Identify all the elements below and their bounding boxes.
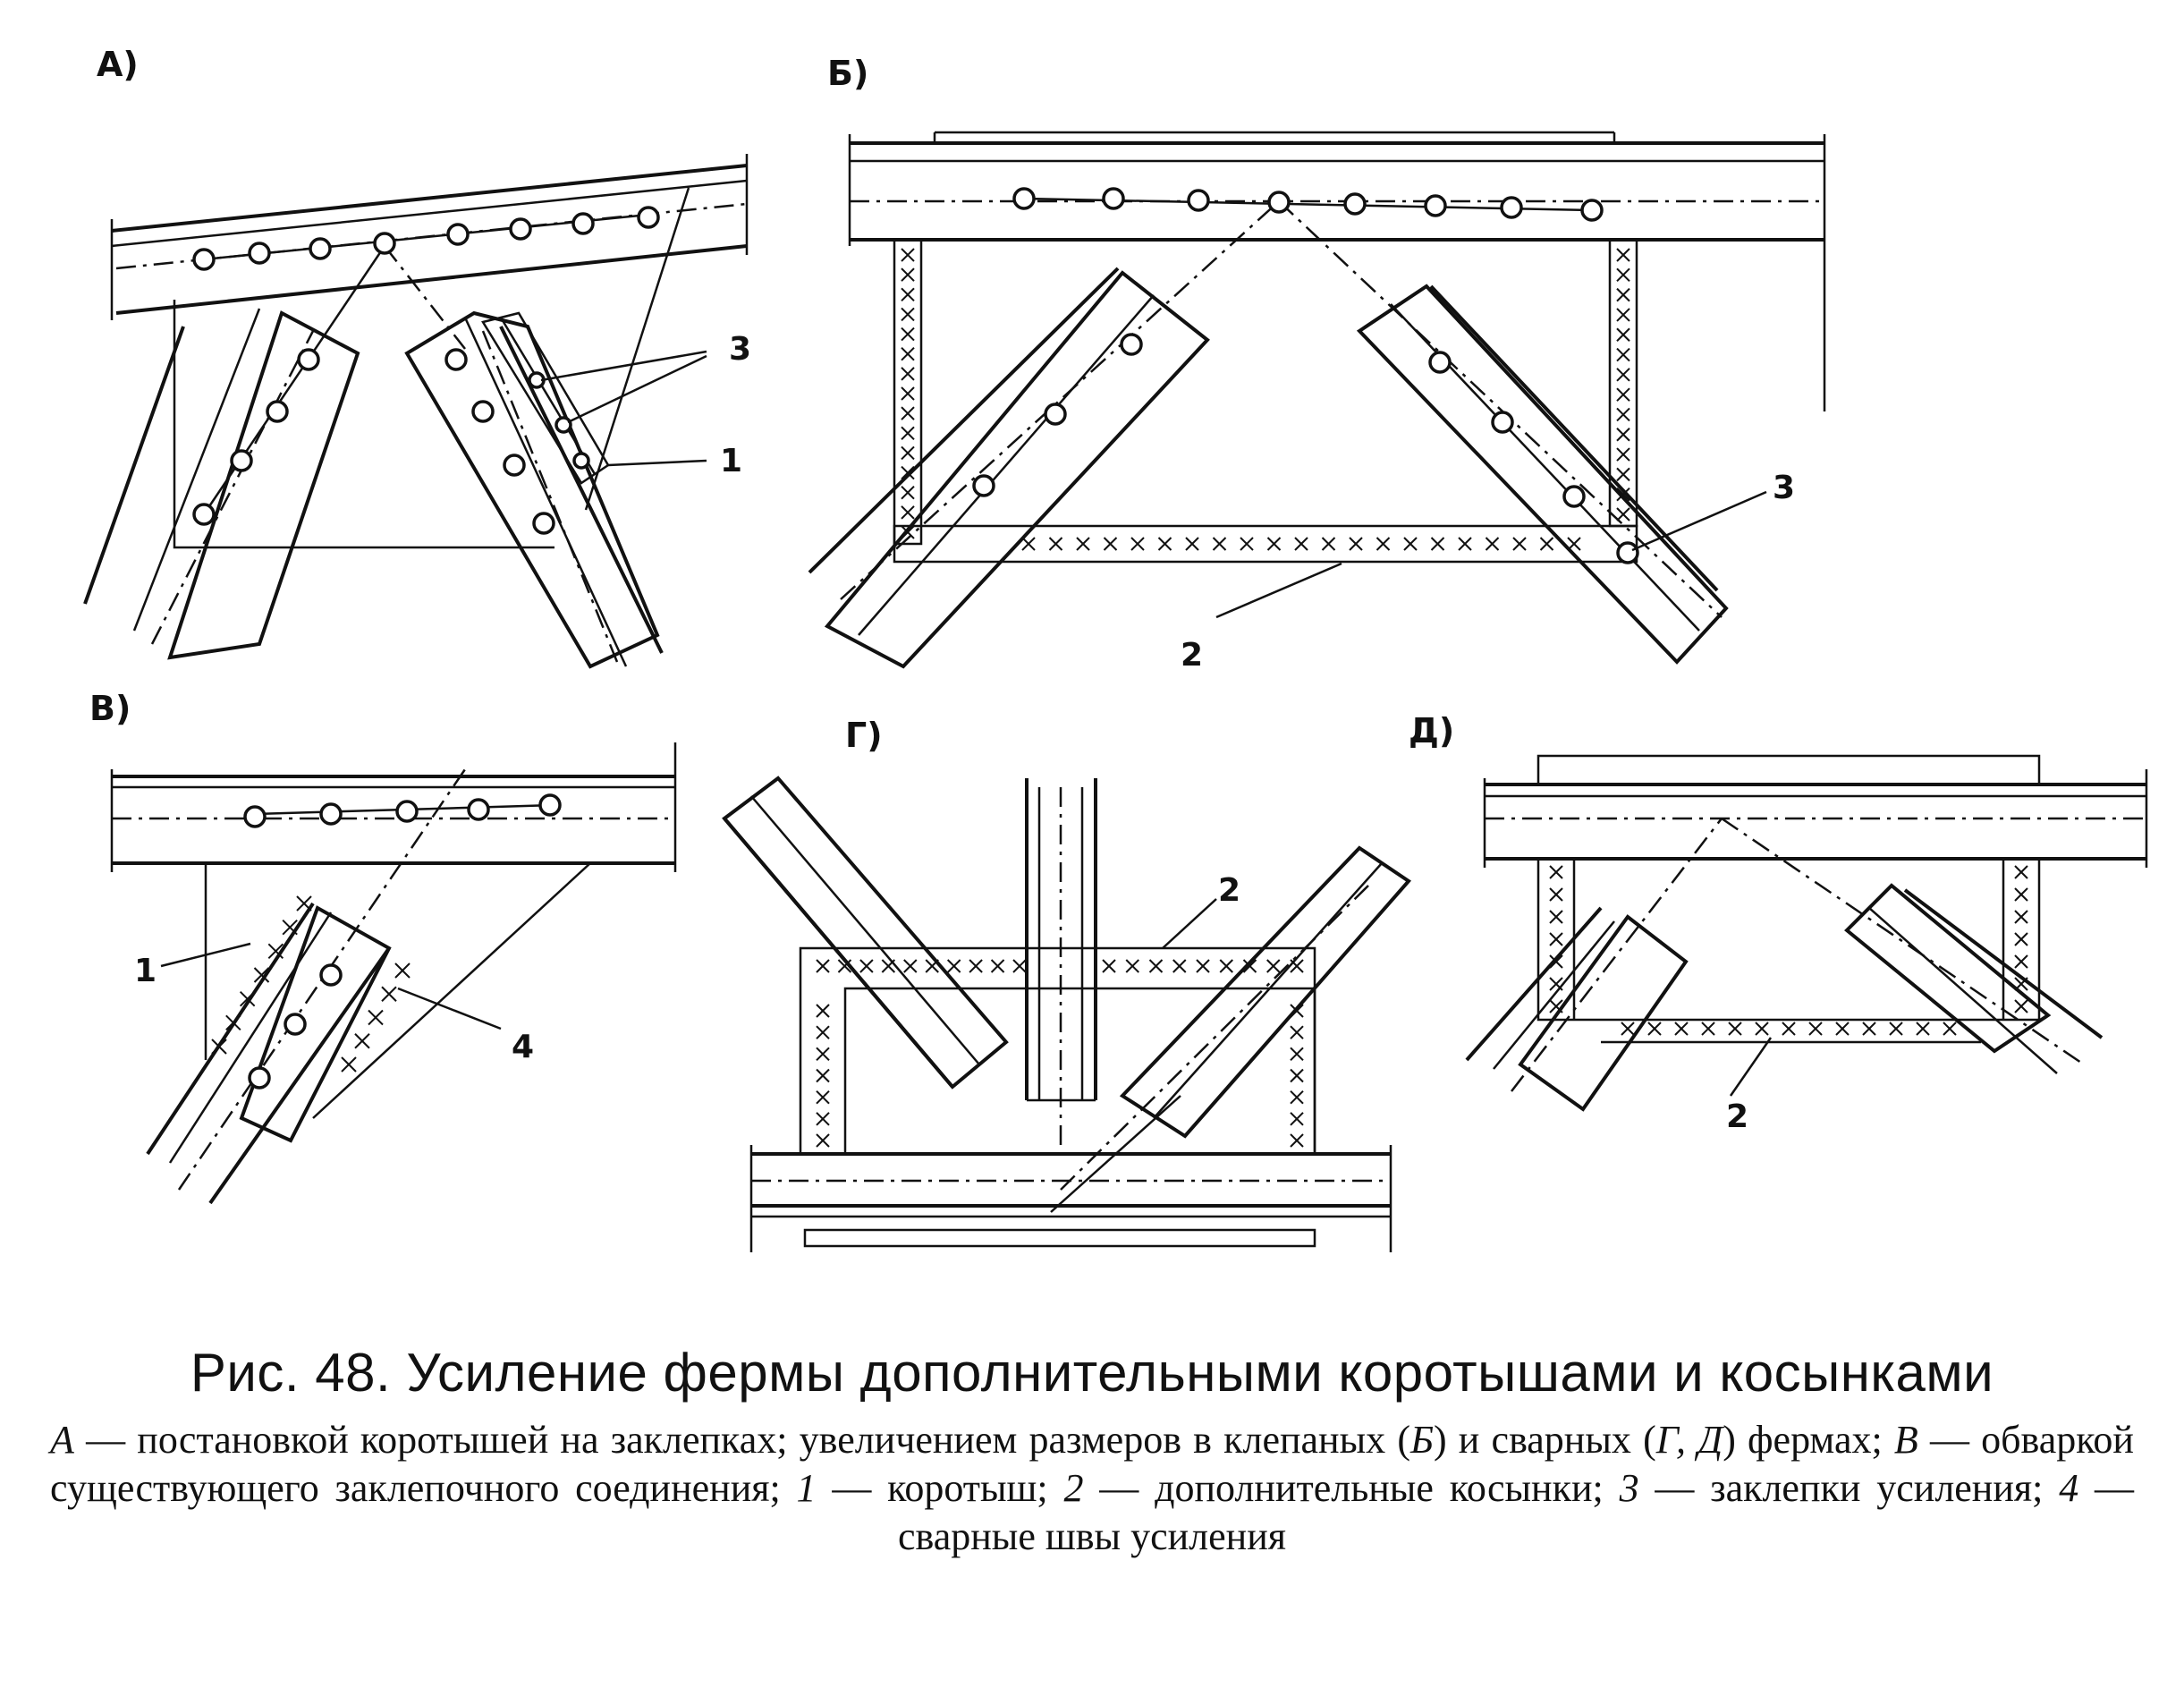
callout-a-1: 1 [720, 443, 743, 479]
figure-caption: Рис. 48. Усиление фермы дополнительными … [0, 1342, 2184, 1561]
panel-a-drawing [83, 154, 749, 669]
caption-part: А [50, 1418, 74, 1462]
caption-part: — обваркой существующего заклепочного со… [50, 1418, 2144, 1510]
caption-part: 3 [1619, 1466, 1639, 1510]
callout-g-2: 2 [1218, 872, 1241, 909]
caption-part: Б [1410, 1418, 1434, 1462]
caption-part: ) фермах; [1723, 1418, 1894, 1462]
caption-part: 2 [1063, 1466, 1084, 1510]
caption-part: — дополнительные косынки; [1083, 1466, 1620, 1510]
caption-part: 4 [2059, 1466, 2079, 1510]
panel-label-d: Д) [1409, 711, 1455, 750]
panel-v-drawing [110, 742, 677, 1205]
panel-label-v: В) [89, 689, 131, 728]
callout-v-4: 4 [512, 1029, 535, 1065]
panel-label-b: Б) [827, 54, 869, 93]
caption-part: — постановкой коротышей на заклепках; ув… [73, 1418, 1411, 1462]
caption-part: 1 [796, 1466, 817, 1510]
caption-title: Рис. 48. Усиление фермы дополнительными … [190, 1343, 1994, 1403]
caption-body: А — постановкой коротышей на заклепках; … [50, 1416, 2134, 1561]
caption-part: — заклепки усиления; [1638, 1466, 2060, 1510]
callout-b-2: 2 [1181, 637, 1204, 674]
panel-b-drawing [808, 131, 1826, 669]
callout-a-3: 3 [729, 331, 752, 368]
weld-crosses-d [1549, 865, 2028, 1036]
caption-part: ) и сварных ( [1433, 1418, 1656, 1462]
callout-v-1: 1 [134, 953, 157, 989]
caption-part: В [1893, 1418, 1918, 1462]
panel-label-g: Г) [845, 716, 883, 755]
weld-crosses-b [901, 248, 1630, 551]
callout-d-2: 2 [1726, 1098, 1749, 1135]
weld-crosses-v [211, 895, 411, 1073]
caption-part: — коротыш; [816, 1466, 1064, 1510]
panel-label-a: А) [97, 45, 139, 84]
panel-d-drawing [1465, 754, 2148, 1112]
weld-crosses-g [816, 959, 1304, 1148]
caption-part: Г, Д [1655, 1418, 1723, 1462]
caption-part: — сварные швы усиления [897, 1466, 2144, 1558]
callout-b-3: 3 [1773, 470, 1796, 506]
panel-g-drawing [722, 776, 1412, 1252]
